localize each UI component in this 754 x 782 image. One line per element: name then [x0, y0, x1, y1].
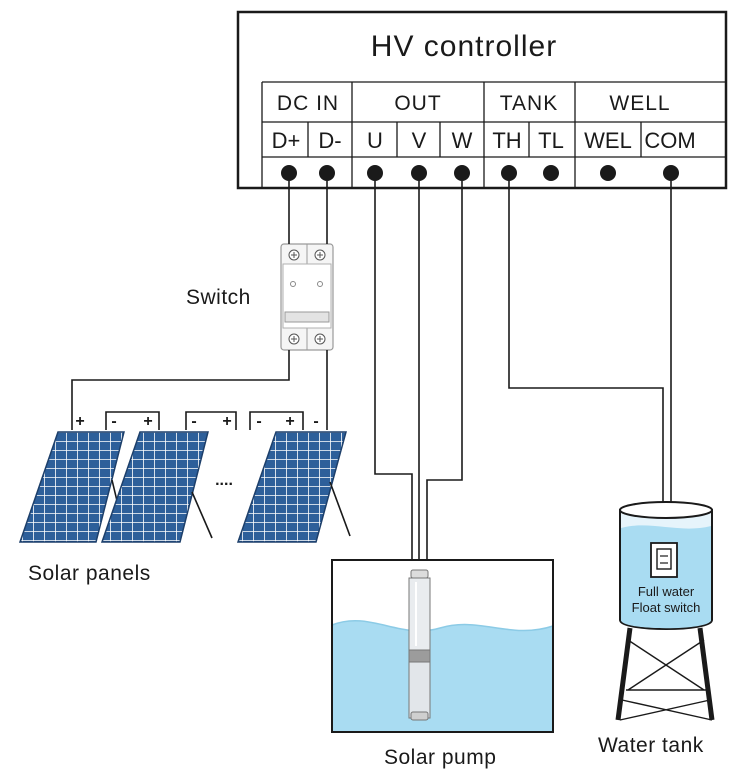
- pump-base: [410, 711, 429, 721]
- terminal-dot-wel: [600, 165, 616, 181]
- switch-indicator-left: [290, 281, 296, 287]
- water-tank-label: Water tank: [598, 734, 704, 757]
- polarity-mark-4: -: [191, 413, 196, 430]
- panel-2-leg: [191, 491, 213, 539]
- water-tank: Full water Float switch Water tank: [598, 501, 715, 757]
- switch-indicator-right: [317, 281, 323, 287]
- polarity-mark-8: -: [313, 413, 318, 430]
- well: Solar pump: [331, 559, 554, 769]
- wire-u-to-pump: [374, 181, 413, 560]
- pump-intake: [408, 649, 431, 663]
- float-switch-window: [656, 548, 672, 570]
- solar-panel-2: [100, 431, 213, 543]
- terminal-dot-dplus: [281, 165, 297, 181]
- solar-pump-label: Solar pump: [384, 746, 496, 769]
- terminal-dot-dminus: [319, 165, 335, 181]
- float-switch-line2: Float switch: [632, 600, 701, 615]
- terminal-label-v: V: [412, 128, 427, 153]
- group-label-tank: TANK: [500, 92, 558, 115]
- pump-cap: [410, 569, 429, 579]
- solar-panel-array: + - + - + - + - .... Solar: [18, 413, 351, 585]
- polarity-mark-5: +: [222, 413, 231, 430]
- group-label-dc-in: DC IN: [277, 92, 339, 115]
- panel-3-leg: [329, 481, 351, 537]
- group-label-well: WELL: [609, 92, 670, 115]
- well-frame: [331, 559, 554, 733]
- panel-3-surface: [236, 431, 347, 543]
- wiring: [71, 181, 672, 560]
- panel-ellipsis: ....: [215, 472, 233, 489]
- terminal-dot-w: [454, 165, 470, 181]
- solar-panels-label: Solar panels: [28, 562, 151, 585]
- terminal-dot-th: [501, 165, 517, 181]
- tank-rim: [619, 501, 713, 519]
- terminal-label-tl: TL: [538, 128, 564, 153]
- controller-frame: [236, 10, 728, 190]
- float-switch-line1: Full water: [638, 584, 695, 599]
- tank-tower-bracing: [619, 639, 713, 721]
- wire-switch-to-panel-plus: [71, 350, 290, 430]
- terminal-label-th: TH: [492, 128, 521, 153]
- panel-1-surface: [18, 431, 125, 543]
- terminal-label-dplus: D+: [272, 128, 301, 153]
- panel-link-dots-3: [249, 411, 304, 430]
- pump-body: [408, 661, 431, 719]
- hv-controller: HV controller DC IN OUT TANK WELL D+ D- …: [236, 10, 728, 190]
- controller-title: HV controller: [371, 30, 557, 63]
- polarity-mark-2: -: [111, 413, 116, 430]
- tank-tower-legs: [615, 627, 715, 721]
- pump-motor: [408, 577, 431, 651]
- switch-lever[interactable]: [284, 311, 330, 323]
- panel-link-2-dots: [185, 411, 237, 430]
- well-water-surface: [331, 620, 554, 632]
- terminal-label-com: COM: [644, 128, 695, 153]
- terminal-dot-tl: [543, 165, 559, 181]
- terminal-dot-u: [367, 165, 383, 181]
- terminal-label-dminus: D-: [318, 128, 341, 153]
- well-water: [332, 620, 553, 732]
- polarity-mark-3: +: [143, 413, 152, 430]
- polarity-mark-6: -: [256, 413, 261, 430]
- panel-link-1-2: [105, 411, 160, 430]
- terminal-dot-com: [663, 165, 679, 181]
- submersible-pump: [408, 569, 431, 721]
- group-label-out: OUT: [394, 92, 441, 115]
- dc-switch: Switch: [186, 243, 334, 351]
- panel-2-surface: [100, 431, 209, 543]
- switch-label: Switch: [186, 286, 251, 309]
- wire-th-to-float-switch: [508, 181, 664, 545]
- switch-screw-crosses: [291, 252, 323, 342]
- terminal-label-w: W: [452, 128, 473, 153]
- terminal-label-u: U: [367, 128, 383, 153]
- polarity-mark-1: +: [75, 413, 84, 430]
- polarity-mark-7: +: [285, 413, 294, 430]
- terminal-dot-v: [411, 165, 427, 181]
- solar-panel-3: [236, 431, 351, 543]
- terminal-label-wel: WEL: [584, 128, 632, 153]
- wire-w-to-pump: [426, 181, 463, 560]
